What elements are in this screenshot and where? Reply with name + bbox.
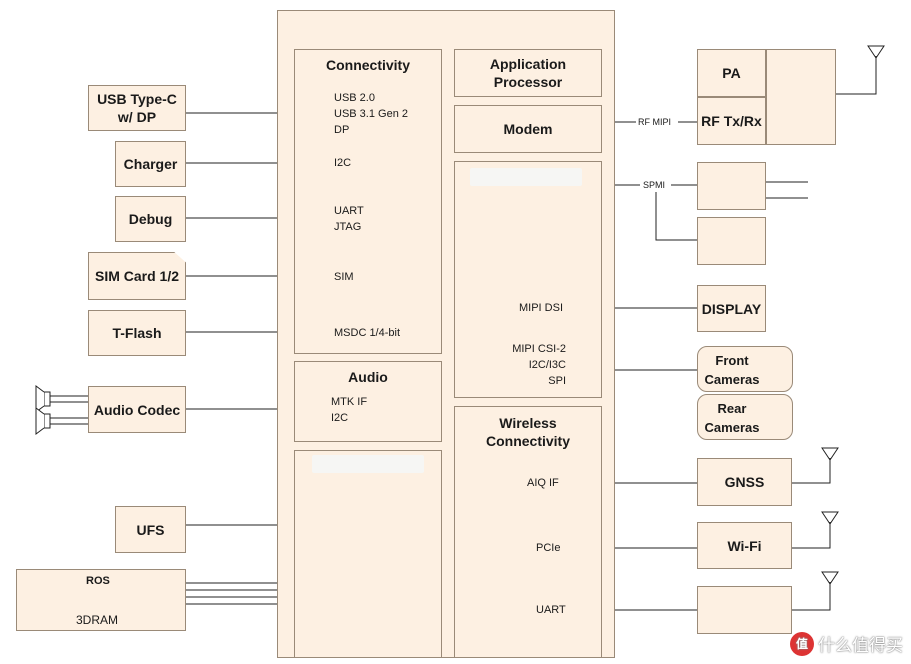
display-label: DISPLAY [701, 300, 762, 317]
watermark-logo-icon: 值 [790, 631, 814, 656]
audio-codec-label: Audio Codec [93, 401, 181, 418]
watermark: 值 什么值得买 [790, 631, 903, 656]
spmi-signal: SPMI [643, 180, 666, 190]
ufs-box [115, 506, 186, 553]
bluetooth-box [697, 586, 792, 634]
ram-top-label: ROS [86, 575, 110, 587]
rf-txrx-box [697, 97, 766, 145]
mipi-dsi-signal: MIPI DSI [519, 302, 564, 314]
charger-label: Charger [123, 156, 178, 172]
front-cameras-box [697, 346, 793, 392]
ufs-label: UFS [136, 521, 165, 538]
display-box [697, 285, 766, 332]
tflash-box [88, 310, 186, 356]
sim-card-label: SIM Card 1/2 [94, 268, 180, 284]
wireless-block [454, 406, 602, 658]
audio-block [294, 361, 442, 442]
ram-label: 3DRAM [76, 613, 119, 627]
rf-mipi-signal: RF MIPI [638, 117, 671, 127]
application-processor-block [454, 49, 602, 97]
camera-interface-signals: MIPI CSI-2 I2C/I3C SPI [512, 343, 566, 387]
watermark-text: 什么值得买 [818, 636, 903, 655]
aiq-signal: AIQ IF [527, 477, 559, 489]
modem-block [454, 105, 602, 153]
charger-box [115, 141, 186, 187]
debug-label: Debug [128, 211, 173, 227]
pa-label: PA [722, 65, 741, 81]
uart-jtag-signals: UART JTAG [334, 205, 364, 233]
uart-signal: UART [536, 604, 566, 616]
tflash-label: T-Flash [112, 325, 162, 341]
audio-signals: MTK IF I2C [331, 396, 368, 424]
msdc-signal: MSDC 1/4-bit [334, 327, 401, 339]
debug-box [115, 196, 186, 242]
sim-signal: SIM [334, 271, 354, 283]
modem-label: Modem [503, 121, 553, 137]
rear-cameras-label: Rear Cameras [704, 401, 760, 435]
i2c-signal: I2C [334, 157, 352, 169]
rear-cameras-box [697, 394, 793, 440]
wireless-title: Wireless Connectivity [485, 415, 570, 449]
front-cameras-label: Front Cameras [704, 353, 760, 387]
gnss-label: GNSS [724, 474, 765, 490]
sim-card-box [88, 252, 186, 300]
pmic-box-2 [697, 217, 766, 265]
pa-box [697, 49, 766, 97]
wifi-label: Wi-Fi [727, 537, 762, 554]
rf-module-box [766, 49, 836, 145]
audio-codec-box [88, 386, 186, 433]
memory-block [294, 450, 442, 658]
redacted-memory-title [312, 455, 424, 473]
connectivity-title: Connectivity [325, 57, 410, 73]
pcie-signal: PCIe [536, 542, 561, 554]
connectivity-block [294, 49, 442, 354]
ram-box [16, 569, 186, 631]
usb-typec-label: USB Type-C w/ DP [97, 91, 177, 125]
usb-typec-box [88, 85, 186, 131]
gnss-box [697, 458, 792, 506]
pmic-box-1 [697, 162, 766, 210]
rf-txrx-label: RF Tx/Rx [701, 113, 762, 129]
application-processor-label: Application Processor [489, 56, 567, 90]
wifi-box [697, 522, 792, 569]
multimedia-block [454, 161, 602, 398]
usb-signals: USB 2.0 USB 3.1 Gen 2 DP [334, 92, 408, 136]
redacted-title [470, 168, 582, 186]
audio-title: Audio [348, 369, 388, 385]
